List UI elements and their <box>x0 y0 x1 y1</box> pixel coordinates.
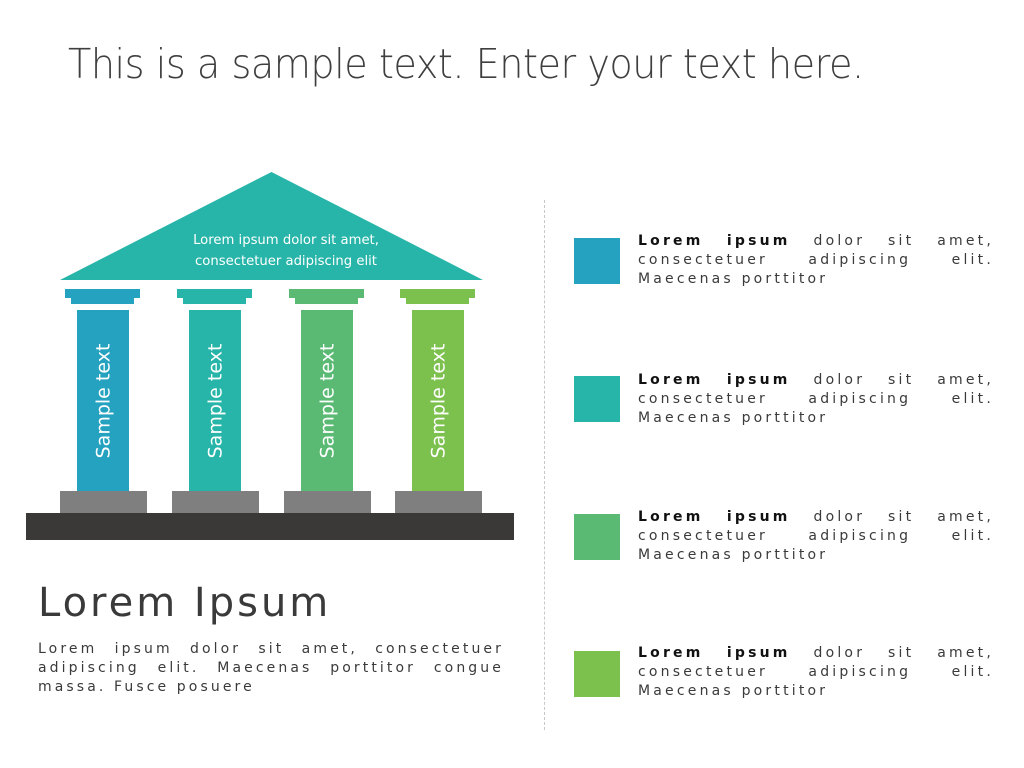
pillar-4-capital-top <box>400 289 475 298</box>
legend-item-2-bold: Lorem ipsum <box>638 372 791 388</box>
pillar-2-capital-top <box>177 289 252 298</box>
legend-item-1-bold: Lorem ipsum <box>638 233 791 249</box>
legend-swatch-4 <box>574 651 620 697</box>
legend-item-1-text: dolor sit amet, consectetuer adipiscing … <box>638 233 995 287</box>
roof-triangle <box>60 172 483 280</box>
summary-heading: Lorem Ipsum <box>38 580 332 626</box>
pillar-3-plinth <box>284 491 371 513</box>
legend-item-1: Lorem ipsum dolor sit amet, consectetuer… <box>638 232 994 289</box>
legend-item-4-text: dolor sit amet, consectetuer adipiscing … <box>638 645 995 699</box>
pillar-1-capital-top <box>65 289 140 298</box>
pillar-1-shaft: Sample text <box>77 310 129 492</box>
roof-text-line-2: consectetuer adipiscing elit <box>195 254 377 269</box>
summary-body: Lorem ipsum dolor sit amet, consectetuer… <box>38 641 504 695</box>
pillar-2-plinth <box>172 491 259 513</box>
pillar-3-label: Sample text <box>316 343 338 459</box>
pillar-4-capital-bottom <box>406 298 469 304</box>
pillar-4-shaft: Sample text <box>412 310 464 492</box>
legend-swatch-3 <box>574 514 620 560</box>
pillar-1-capital-bottom <box>71 298 134 304</box>
pillar-4-plinth <box>395 491 482 513</box>
slide-title: This is a sample text. Enter your text h… <box>68 40 864 88</box>
legend-item-2-text: dolor sit amet, consectetuer adipiscing … <box>638 372 995 426</box>
legend-item-3-text: dolor sit amet, consectetuer adipiscing … <box>638 509 995 563</box>
pillar-2-shaft: Sample text <box>189 310 241 492</box>
legend-item-4: Lorem ipsum dolor sit amet, consectetuer… <box>638 644 994 701</box>
legend-swatch-1 <box>574 238 620 284</box>
pillar-2-label: Sample text <box>204 343 226 459</box>
pillar-2-capital-bottom <box>183 298 246 304</box>
pillar-4-label: Sample text <box>427 343 449 459</box>
temple-base <box>26 513 514 540</box>
pillar-3-capital-bottom <box>295 298 358 304</box>
pillar-1-label: Sample text <box>92 343 114 459</box>
legend-item-4-bold: Lorem ipsum <box>638 645 791 661</box>
roof-text-line-1: Lorem ipsum dolor sit amet, <box>193 233 379 248</box>
roof-text: Lorem ipsum dolor sit amet, consectetuer… <box>160 230 412 272</box>
legend-item-3: Lorem ipsum dolor sit amet, consectetuer… <box>638 508 994 565</box>
dashed-divider <box>544 200 545 730</box>
pillar-1-plinth <box>60 491 147 513</box>
pillar-3-shaft: Sample text <box>301 310 353 492</box>
pillar-3-capital-top <box>289 289 364 298</box>
legend-item-3-bold: Lorem ipsum <box>638 509 791 525</box>
legend-item-2: Lorem ipsum dolor sit amet, consectetuer… <box>638 371 994 428</box>
legend-swatch-2 <box>574 376 620 422</box>
